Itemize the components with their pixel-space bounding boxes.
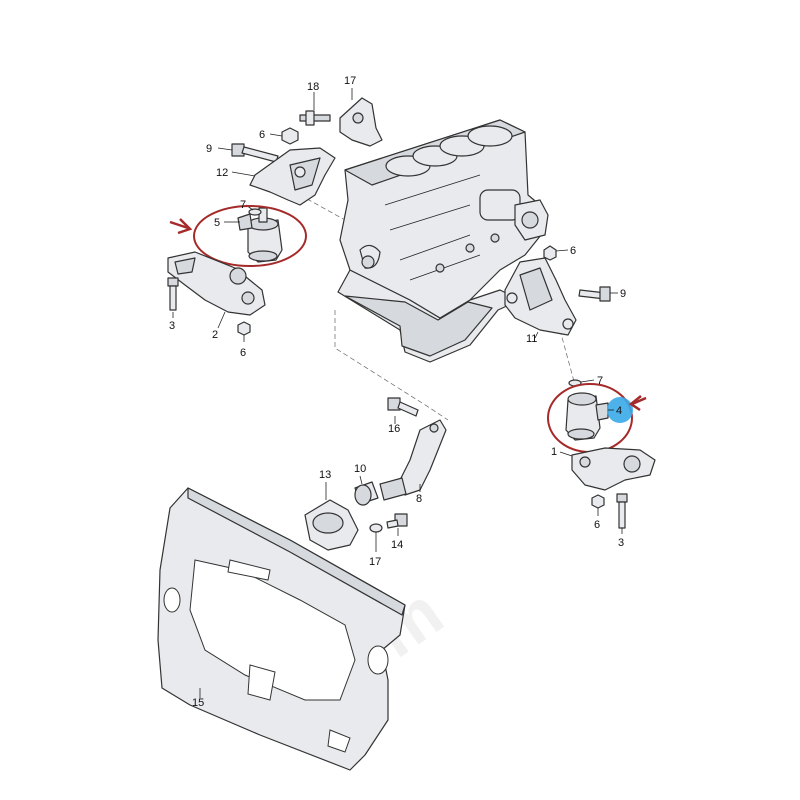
callout-6-lower-left: 6 xyxy=(240,347,246,359)
bracket-17 xyxy=(339,88,383,147)
bolt-3-left xyxy=(167,277,179,318)
nut-6-upper xyxy=(269,127,299,145)
arrow-left-icon xyxy=(628,395,647,412)
bracket-12 xyxy=(231,147,336,206)
callout-14: 14 xyxy=(391,539,403,551)
bracket-8 xyxy=(379,419,447,501)
nut-6-lower-left xyxy=(237,321,251,342)
callout-12: 12 xyxy=(216,167,228,179)
bracket-2 xyxy=(167,251,266,329)
callout-8: 8 xyxy=(416,493,422,505)
callout-labels: 1 2 3 3 4 5 6 6 6 6 7 7 8 9 9 10 11 12 1… xyxy=(169,75,626,709)
bolt-14 xyxy=(386,513,408,536)
nut-6-right-lower xyxy=(591,494,605,516)
bracket-1 xyxy=(559,447,656,491)
engine-mount-5 xyxy=(224,207,283,263)
callout-7-left: 7 xyxy=(240,199,246,211)
nut-7-left xyxy=(245,204,262,216)
callout-16: 16 xyxy=(388,423,400,435)
callout-11: 11 xyxy=(526,333,537,345)
callout-1: 1 xyxy=(551,446,557,458)
bolt-18 xyxy=(299,92,331,126)
engine-block xyxy=(337,119,549,363)
callout-17-lower: 17 xyxy=(369,556,381,568)
callout-13: 13 xyxy=(319,469,331,481)
bracket-11 xyxy=(504,257,577,339)
callout-9-upper: 9 xyxy=(206,143,212,155)
callout-3-left: 3 xyxy=(169,320,175,332)
callout-4: 4 xyxy=(616,405,622,417)
engine-mount-4 xyxy=(565,392,609,441)
mount-13 xyxy=(304,482,359,551)
nut-6-right-upper xyxy=(543,245,569,261)
callout-2: 2 xyxy=(212,329,218,341)
callout-3-right: 3 xyxy=(618,537,624,549)
callout-9-right: 9 xyxy=(620,288,626,300)
callout-10: 10 xyxy=(354,463,366,475)
callout-18: 18 xyxy=(307,81,319,93)
bolt-9-right xyxy=(578,286,618,302)
nut-17-lower xyxy=(369,523,383,552)
highlight-dot-icon xyxy=(607,397,633,423)
bolt-16 xyxy=(387,397,419,424)
bushing-10 xyxy=(354,475,379,506)
callout-6-right-upper: 6 xyxy=(570,245,576,257)
callout-6-right-lower: 6 xyxy=(594,519,600,531)
arrow-right-icon xyxy=(169,218,193,235)
callout-7-right: 7 xyxy=(597,375,603,387)
highlight-circle-left xyxy=(193,205,307,267)
callout-5: 5 xyxy=(214,217,220,229)
bolt-3-right xyxy=(616,493,628,534)
bolt-9-upper xyxy=(217,143,279,163)
callout-17-upper: 17 xyxy=(344,75,356,87)
callout-6-upper: 6 xyxy=(259,129,265,141)
front-panel-15 xyxy=(157,487,406,771)
callout-15: 15 xyxy=(192,697,204,709)
